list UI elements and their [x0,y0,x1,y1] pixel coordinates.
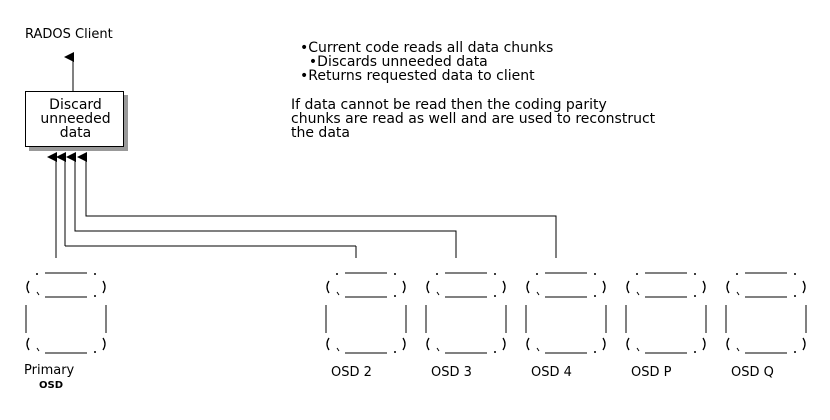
osd-cyl-rparen-top-2 [402,280,406,294]
osd-cyl-tick-bot-4 [536,347,540,352]
osd-cyl-dot-mid-q [794,295,796,297]
osd-label-primary: Primary [24,363,75,378]
osd-cyl-dot-primary [36,273,38,275]
paragraph-line-3: the data [291,125,350,141]
osd-cyl-tick-bot-2 [336,347,340,352]
osd-cyl-dot-p [636,273,638,275]
osd-cyl-lparen-bot-primary [26,337,30,351]
osd-cyl-dot-mid-p [694,295,696,297]
bullet-3: •Returns requested data to client [300,68,535,84]
osd-cyl-dot-r-primary [94,273,96,275]
osd-cyl-lparen-bot-q [726,337,730,351]
osd-cyl-rparen-bot-4 [602,337,606,351]
osd-cyl-rparen-top-primary [102,280,106,294]
osd-cyl-dot-bot-primary [94,351,96,353]
osd-cyl-lparen-bot-p [626,337,630,351]
osd-cyl-dot-mid-3 [494,295,496,297]
osd-label-p: OSD P [631,365,672,380]
osd-cyl-rparen-bot-3 [502,337,506,351]
osd-cyl-dot-bot-4 [594,351,596,353]
osd-cyl-tick-q [736,291,740,296]
osd-cyl-tick-bot-q [736,347,740,352]
osd-cyl-rparen-top-q [802,280,806,294]
paragraph-line-2: chunks are read as well and are used to … [291,111,656,127]
osd-cyl-rparen-top-4 [602,280,606,294]
osd-cyl-tick-bot-primary [36,347,40,352]
osd-cyl-lparen-top-2 [326,280,330,294]
osd-cylinders [25,272,807,354]
osd-cyl-dot-3 [436,273,438,275]
osd-cyl-dot-mid-2 [394,295,396,297]
osd-cyl-dot-r-p [694,273,696,275]
arrow-from-osd4 [77,152,557,258]
osd-cyl-dot-r-2 [394,273,396,275]
osd-cylinder-2 [325,272,407,354]
osd-sublabel-primary: OSD [39,380,64,391]
osd-cyl-dot-mid-primary [94,295,96,297]
osd-cyl-rparen-bot-2 [402,337,406,351]
osd-cyl-dot-4 [536,273,538,275]
osd-cyl-rparen-bot-q [802,337,806,351]
bullet-2: •Discards unneeded data [300,54,488,70]
osd-cylinder-q [725,272,807,354]
osd-label-q: OSD Q [731,365,774,380]
osd-cyl-tick-4 [536,291,540,296]
osd-cyl-dot-bot-p [694,351,696,353]
osd-cyl-lparen-top-3 [426,280,430,294]
osd-label-2: OSD 2 [331,365,372,380]
osd-cyl-dot-r-q [794,273,796,275]
osd-cyl-tick-p [636,291,640,296]
osd-cyl-dot-bot-2 [394,351,396,353]
osd-cylinder-p [625,272,707,354]
bullet-1: •Current code reads all data chunks [300,40,554,56]
osd-cyl-dot-bot-q [794,351,796,353]
osd-cyl-tick-2 [336,291,340,296]
osd-cylinder-4 [525,272,607,354]
osd-cyl-dot-2 [336,273,338,275]
osd-cyl-lparen-bot-3 [426,337,430,351]
osd-cyl-lparen-top-4 [526,280,530,294]
arrow-from-osd3 [66,152,457,258]
osd-cyl-rparen-bot-primary [102,337,106,351]
rados-client-label: RADOS Client [25,27,113,42]
discard-line-3: data [59,125,92,141]
osd-cyl-tick-bot-p [636,347,640,352]
osd-cyl-lparen-bot-4 [526,337,530,351]
osd-label-3: OSD 3 [431,365,472,380]
osd-cyl-lparen-top-p [626,280,630,294]
osd-cyl-rparen-top-3 [502,280,506,294]
discard-line-2: unneeded [40,111,111,127]
osd-cyl-tick-primary [36,291,40,296]
osd-cyl-dot-r-3 [494,273,496,275]
osd-cyl-lparen-top-q [726,280,730,294]
osd-label-4: OSD 4 [531,365,572,380]
osd-cyl-tick-3 [436,291,440,296]
osd-cyl-dot-r-4 [594,273,596,275]
osd-cyl-dot-q [736,273,738,275]
discard-box: Discard unneeded data [25,91,124,147]
osd-cyl-rparen-bot-p [702,337,706,351]
osd-cylinder-primary [25,272,107,354]
osd-cyl-lparen-top-primary [26,280,30,294]
osd-cyl-lparen-bot-2 [326,337,330,351]
paragraph-line-1: If data cannot be read then the coding p… [291,97,607,113]
osd-cyl-dot-mid-4 [594,295,596,297]
osd-cyl-tick-bot-3 [436,347,440,352]
osd-cyl-dot-bot-3 [494,351,496,353]
osd-cylinder-3 [425,272,507,354]
osd-cyl-rparen-top-p [702,280,706,294]
discard-line-1: Discard [49,97,102,113]
